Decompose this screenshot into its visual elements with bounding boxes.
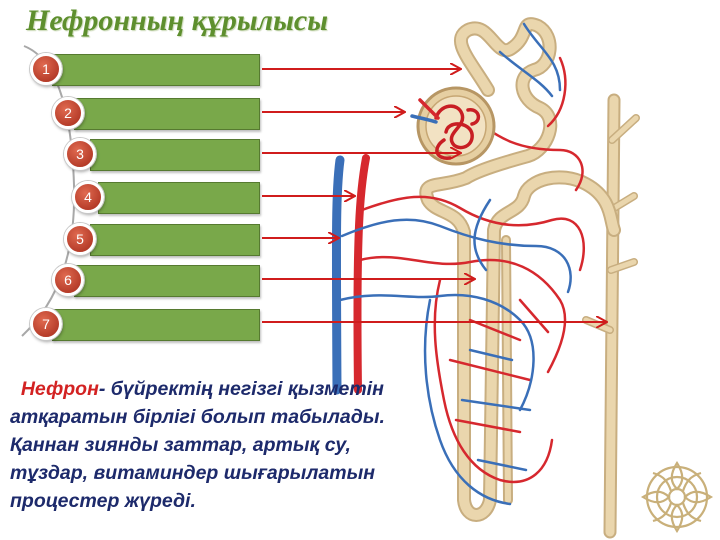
label-number-badge-1: 1 — [30, 53, 62, 85]
label-row-5: 5 — [24, 223, 260, 256]
label-number-badge-6: 6 — [52, 264, 84, 296]
label-box-4 — [98, 182, 260, 214]
label-row-2: 2 — [24, 97, 260, 130]
label-number-badge-7: 7 — [30, 308, 62, 340]
label-box-1 — [52, 54, 260, 86]
renal-vein — [331, 155, 345, 395]
nephron-definition: - бүйректің негізгі қызметін атқаратын б… — [10, 378, 385, 512]
collecting-duct — [582, 93, 640, 539]
label-row-6: 6 — [24, 264, 260, 297]
page-title: Нефронның құрылысы — [26, 4, 329, 37]
label-box-2 — [74, 98, 260, 130]
label-box-5 — [90, 224, 260, 256]
label-number-badge-4: 4 — [72, 181, 104, 213]
label-row-4: 4 — [24, 181, 260, 214]
pointer-arrows — [262, 69, 606, 322]
label-number-badge-2: 2 — [52, 97, 84, 129]
label-box-7 — [52, 309, 260, 341]
label-row-7: 7 — [24, 308, 260, 341]
label-number-badge-3: 3 — [64, 138, 96, 170]
ornament-icon — [640, 460, 714, 534]
label-row-1: 1 — [24, 53, 260, 86]
nephron-term: Нефрон — [20, 378, 99, 400]
renal-artery — [353, 154, 370, 394]
peritubular-capillaries — [338, 22, 585, 506]
renal-tubule — [419, 17, 621, 522]
label-box-6 — [74, 265, 260, 297]
label-number-badge-5: 5 — [64, 223, 96, 255]
nephron-definition-text: Нефрон- бүйректің негізгі қызметін атқар… — [10, 375, 400, 515]
label-row-3: 3 — [24, 138, 260, 171]
